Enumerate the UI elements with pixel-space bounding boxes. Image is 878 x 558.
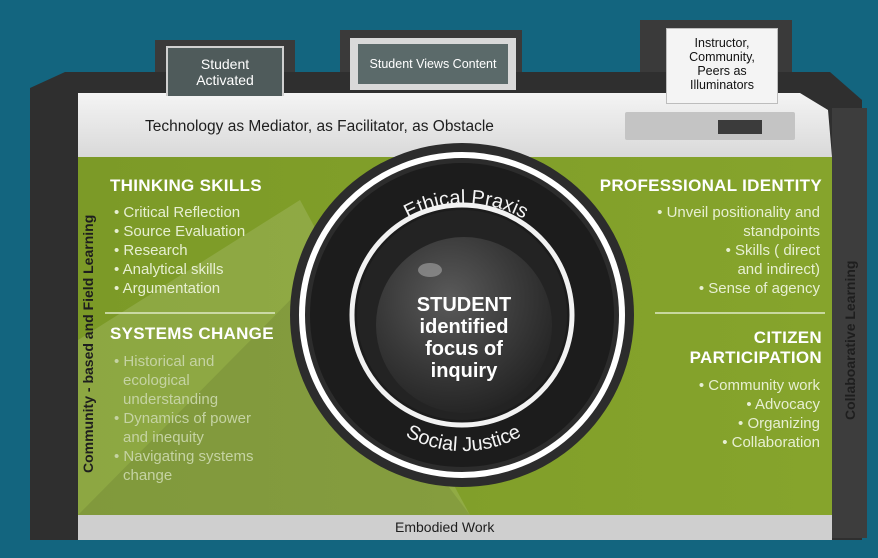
bottom-band <box>78 515 832 540</box>
professional-identity-item: standpoints <box>743 223 820 240</box>
illuminators-button: Instructor, Community, Peers as Illumina… <box>666 28 778 104</box>
citizen-participation-heading: CITIZEN PARTICIPATION <box>690 328 822 368</box>
systems-change-heading: SYSTEMS CHANGE <box>110 324 274 343</box>
citizen-heading-line2: PARTICIPATION <box>689 348 822 367</box>
student-activated-button: Student Activated <box>166 46 284 96</box>
professional-identity-heading: PROFESSIONAL IDENTITY <box>599 176 822 195</box>
student-views-content-label: Student Views Content <box>358 44 508 84</box>
thinking-skills-list: • Critical Reflection • Source Evaluatio… <box>114 203 245 298</box>
systems-change-item: ecological <box>123 372 190 389</box>
lens-center-line2: identified <box>419 316 509 338</box>
student-activated-line2: Activated <box>196 72 254 88</box>
right-grip <box>832 108 867 538</box>
right-side-label: Collaboarative Learning <box>842 260 858 420</box>
illuminators-line1: Instructor, <box>694 36 750 50</box>
citizen-participation-list: • Community work • Advocacy • Organizing… <box>699 376 820 452</box>
thinking-skill-item: • Source Evaluation <box>114 223 246 240</box>
citizen-heading-line1: CITIZEN <box>753 328 822 347</box>
illuminators-line3: Peers as <box>697 64 747 78</box>
lens-highlight <box>418 263 442 277</box>
citizen-participation-item: • Organizing <box>738 415 820 432</box>
shutter-key <box>718 120 762 134</box>
lens-glass <box>376 237 552 413</box>
illuminators-line2: Community, <box>689 50 755 64</box>
shutter-slot <box>625 112 795 140</box>
systems-change-item: • Navigating systems <box>114 448 254 465</box>
bottom-label: Embodied Work <box>395 519 495 535</box>
top-band <box>78 93 832 157</box>
top-band-label: Technology as Mediator, as Facilitator, … <box>145 118 494 135</box>
thinking-skill-item: • Argumentation <box>114 280 221 297</box>
citizen-participation-item: • Collaboration <box>722 434 820 451</box>
student-views-content-button: Student Views Content <box>350 38 516 90</box>
left-side-label: Community - based and Field Learning <box>80 214 96 474</box>
lens-center-text: STUDENT identified focus of inquiry <box>392 294 536 382</box>
lens-center-line4: inquiry <box>430 360 498 382</box>
student-activated-line1: Student <box>200 56 250 72</box>
professional-identity-item: and indirect) <box>737 261 820 278</box>
illuminators-line4: Illuminators <box>690 78 754 92</box>
professional-identity-item: • Sense of agency <box>698 280 820 297</box>
systems-change-list: • Historical and ecological understandin… <box>114 352 253 485</box>
thinking-skill-item: • Critical Reflection <box>114 204 241 221</box>
citizen-participation-item: • Advocacy <box>746 396 820 413</box>
lens-inner-white <box>349 202 575 428</box>
lens-white-ring <box>299 152 625 478</box>
systems-change-item: change <box>123 467 173 484</box>
citizen-participation-item: • Community work <box>698 377 820 394</box>
lens-center-line1: STUDENT <box>416 294 512 316</box>
systems-change-item: • Historical and <box>114 353 215 370</box>
systems-change-item: and inequity <box>123 429 204 446</box>
professional-identity-item: • Skills ( direct <box>725 242 820 259</box>
systems-change-item: understanding <box>123 391 219 408</box>
thinking-skill-item: • Research <box>114 242 188 259</box>
systems-change-item: • Dynamics of power <box>114 410 251 427</box>
thinking-skills-heading: THINKING SKILLS <box>110 176 262 195</box>
professional-identity-item: • Unveil positionality and <box>657 204 820 221</box>
lens-center-line3: focus of <box>425 338 503 360</box>
thinking-skill-item: • Analytical skills <box>114 261 224 278</box>
professional-identity-list: • Unveil positionality and standpoints •… <box>657 203 820 298</box>
